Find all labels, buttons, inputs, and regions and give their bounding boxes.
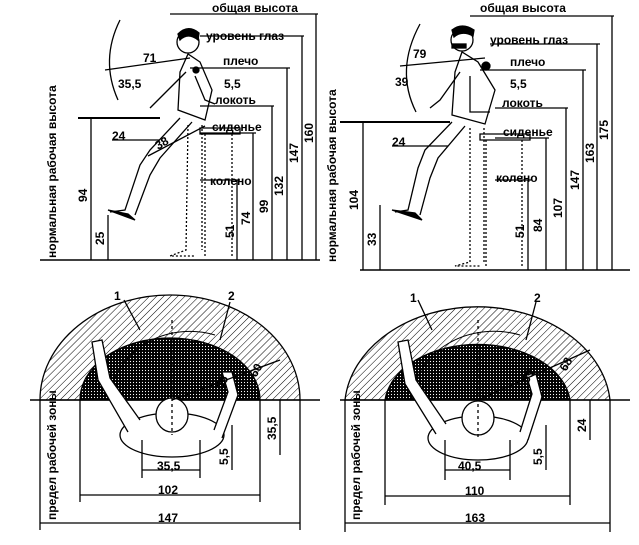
left-forearm-value: 24 [112, 129, 126, 143]
right-shoulder-height-value: 147 [568, 170, 582, 190]
right-depth-value: 24 [575, 418, 589, 432]
right-zone-label-2: 2 [534, 291, 541, 305]
right-figure-labels: общая высота уровень глаз плечо локоть с… [325, 1, 611, 262]
right-offset-value: 5,5 [531, 448, 545, 465]
right-elbow-height-value: 107 [551, 198, 565, 218]
left-outer-reach-value: 60 [246, 361, 265, 380]
right-knee-height-value: 51 [513, 224, 527, 238]
right-zone-side-label: предел рабочей зоны [349, 390, 363, 520]
left-zone-label-1: 1 [114, 289, 121, 303]
left-foot-height-value: 25 [93, 231, 107, 245]
right-outer-width-value: 163 [465, 511, 485, 525]
left-arm-angle-value: 35,5 [118, 77, 142, 91]
right-inner-width-value: 110 [465, 484, 485, 498]
left-inner-width-value: 102 [158, 483, 178, 497]
right-knee-label: колено [496, 171, 538, 185]
left-zone-plan [30, 294, 320, 530]
left-seat-label: сиденье [212, 120, 262, 134]
left-elbow-label: локоть [215, 93, 256, 107]
left-outer-width-value: 147 [158, 511, 178, 525]
left-work-height-value: 94 [76, 188, 90, 202]
right-zone-label-1: 1 [410, 291, 417, 305]
right-eye-level-label: уровень глаз [490, 33, 568, 47]
right-reach-value: 79 [413, 47, 427, 61]
left-standing-figure [40, 13, 320, 261]
left-side-axis-label: нормальная рабочая высота [45, 85, 59, 258]
left-zone-label-2: 2 [228, 289, 235, 303]
left-zone-side-label: предел рабочей зоны [45, 390, 59, 520]
left-knee-height-value: 51 [223, 224, 237, 238]
right-seat-label: сиденье [503, 125, 553, 139]
right-shoulder-label: плечо [510, 55, 545, 69]
right-standing-figure [340, 15, 630, 271]
left-shoulder-offset-value: 5,5 [224, 77, 241, 91]
right-eye-height-value: 163 [583, 143, 597, 163]
right-zone-labels: 1 2 59 68 24 40,5 5,5 110 163 предел раб… [349, 291, 589, 525]
left-thigh-value: 38 [153, 134, 172, 153]
left-eye-height-value: 147 [287, 143, 301, 163]
right-overall-height-label: общая высота [480, 1, 566, 15]
left-seat-height-value: 74 [239, 211, 253, 225]
right-arm-angle-value: 39 [395, 75, 409, 89]
left-offset-value: 5,5 [217, 448, 231, 465]
right-total-height-value: 175 [597, 120, 611, 140]
left-total-height-value: 160 [302, 123, 316, 143]
right-zone-plan [340, 299, 630, 532]
right-shoulder-offset-value: 5,5 [510, 77, 527, 91]
right-side-axis-label: нормальная рабочая высота [325, 89, 339, 262]
left-reach-arc [108, 19, 121, 101]
right-inner-reach-value: 59 [518, 367, 537, 386]
right-foot-height-value: 33 [365, 232, 379, 246]
right-inner-zone [384, 343, 571, 401]
left-shoulder-height-value: 132 [272, 176, 286, 196]
right-shoulder-width-value: 40,5 [458, 459, 482, 473]
right-work-height-value: 104 [347, 190, 361, 210]
left-figure-labels: общая высота уровень глаз плечо локоть с… [45, 1, 316, 258]
right-seat-height-value: 84 [531, 218, 545, 232]
left-zone-labels: 1 2 55 60 35,5 35,5 5,5 102 147 предел р… [45, 289, 279, 525]
left-overall-height-label: общая высота [212, 1, 298, 15]
left-reach-value: 71 [143, 51, 157, 65]
left-inner-reach-value: 55 [212, 373, 231, 392]
left-depth-value: 35,5 [265, 416, 279, 440]
left-shoulder-label: плечо [223, 54, 258, 68]
left-elbow-height-value: 99 [257, 199, 271, 213]
left-knee-label: колено [210, 174, 252, 188]
right-outer-reach-value: 68 [556, 355, 575, 374]
left-shoulder-width-value: 35,5 [157, 459, 181, 473]
left-head-top-icon [155, 397, 189, 433]
right-elbow-label: локоть [502, 96, 543, 110]
left-eye-level-label: уровень глаз [206, 29, 284, 43]
right-forearm-value: 24 [392, 135, 406, 149]
